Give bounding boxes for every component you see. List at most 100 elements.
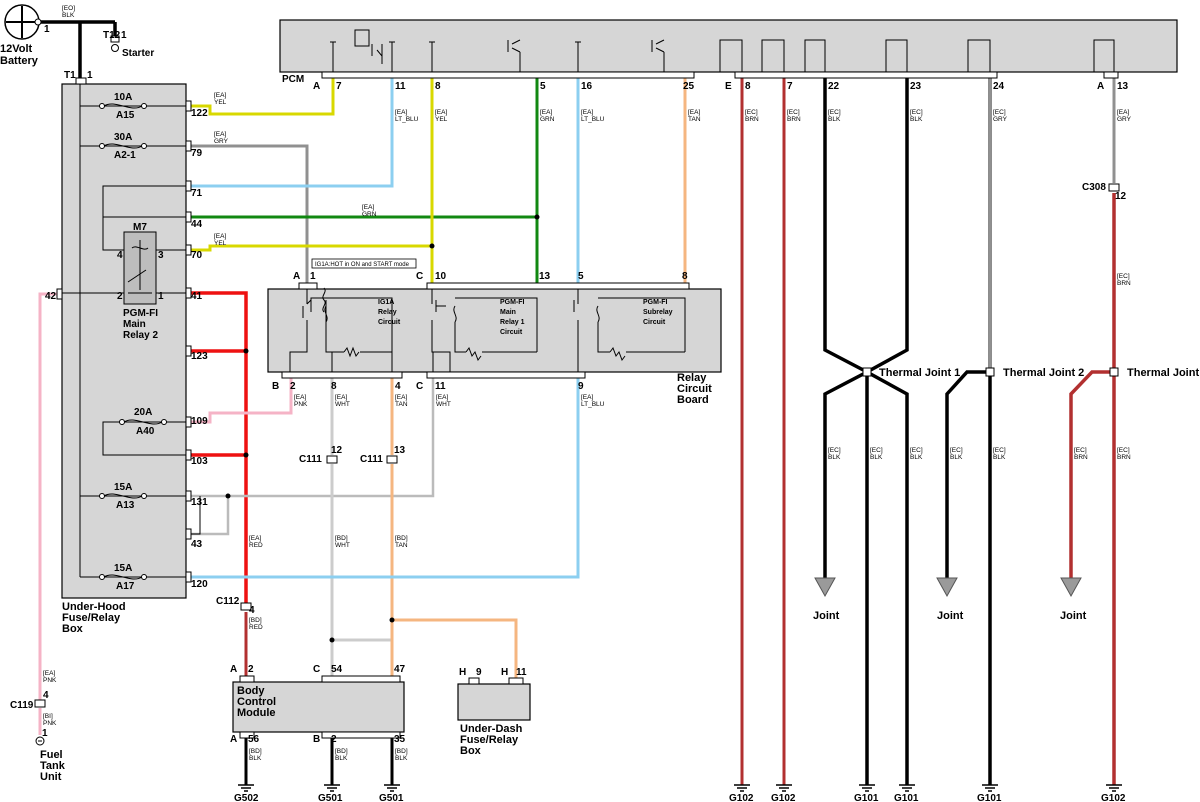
svg-text:G101: G101 (977, 793, 1002, 802)
svg-text:G101: G101 (854, 793, 879, 802)
svg-text:Box: Box (460, 745, 482, 757)
svg-text:12: 12 (1115, 191, 1127, 202)
svg-text:IG1A:HOT in ON and START mode: IG1A:HOT in ON and START mode (315, 262, 410, 268)
svg-text:Circuit: Circuit (677, 383, 712, 395)
svg-text:PNK: PNK (294, 401, 308, 408)
svg-text:[BD]: [BD] (249, 748, 262, 755)
svg-text:A17: A17 (116, 581, 135, 592)
svg-text:B: B (272, 381, 279, 392)
svg-text:122: 122 (191, 108, 208, 119)
svg-text:1: 1 (44, 24, 50, 35)
svg-text:BRN: BRN (1117, 280, 1131, 287)
svg-text:[BD]: [BD] (249, 617, 262, 624)
svg-text:Control: Control (237, 696, 276, 708)
svg-text:BLK: BLK (910, 454, 923, 461)
svg-text:42: 42 (45, 291, 57, 302)
svg-text:Circuit: Circuit (643, 319, 666, 326)
svg-text:T12: T12 (103, 30, 121, 41)
svg-text:[EA]: [EA] (395, 109, 407, 116)
svg-text:Body: Body (237, 685, 265, 697)
svg-text:10A: 10A (114, 92, 132, 103)
svg-text:120: 120 (191, 579, 208, 590)
svg-text:C112: C112 (216, 596, 240, 607)
svg-text:WHT: WHT (436, 401, 451, 408)
svg-text:C: C (416, 271, 423, 282)
svg-text:C119: C119 (10, 700, 34, 711)
svg-text:8: 8 (435, 81, 441, 92)
svg-text:Battery: Battery (0, 55, 39, 67)
svg-text:20A: 20A (134, 407, 152, 418)
svg-text:BLK: BLK (62, 12, 75, 19)
svg-text:Fuse/Relay: Fuse/Relay (460, 734, 519, 746)
svg-text:30A: 30A (114, 132, 132, 143)
svg-text:Joint: Joint (1060, 610, 1087, 622)
svg-text:11: 11 (395, 81, 406, 92)
svg-text:[EA]: [EA] (436, 394, 448, 401)
svg-text:H: H (501, 667, 508, 678)
svg-text:[EC]: [EC] (950, 447, 963, 454)
svg-text:BLK: BLK (828, 454, 841, 461)
svg-text:Joint: Joint (937, 610, 964, 622)
svg-text:15A: 15A (114, 563, 132, 574)
svg-text:IG1A: IG1A (378, 299, 394, 306)
svg-text:A2-1: A2-1 (114, 150, 136, 161)
svg-text:BLK: BLK (335, 755, 348, 762)
svg-text:[EA]: [EA] (249, 535, 261, 542)
svg-text:[EA]: [EA] (294, 394, 306, 401)
svg-text:11: 11 (435, 381, 446, 392)
under-dash-fuse-box: H 9 H 11 Under-Dash Fuse/Relay Box (457, 667, 531, 757)
svg-text:Fuse/Relay: Fuse/Relay (62, 612, 121, 624)
svg-text:G102: G102 (1101, 793, 1126, 802)
svg-text:[EC]: [EC] (828, 447, 841, 454)
svg-text:13: 13 (539, 271, 551, 282)
svg-text:[BD]: [BD] (395, 748, 408, 755)
svg-text:13: 13 (394, 445, 406, 456)
svg-text:Subrelay: Subrelay (643, 309, 673, 316)
svg-text:A: A (293, 271, 300, 282)
svg-text:BLK: BLK (395, 755, 408, 762)
svg-text:PCM: PCM (282, 74, 304, 85)
svg-text:[EO]: [EO] (62, 5, 75, 12)
svg-text:BRN: BRN (745, 116, 759, 123)
svg-text:Circuit: Circuit (378, 319, 401, 326)
svg-text:70: 70 (191, 250, 203, 261)
svg-text:[EA]: [EA] (214, 233, 226, 240)
svg-text:9: 9 (476, 667, 482, 678)
ig1a-note: IG1A:HOT in ON and START mode (311, 258, 417, 269)
svg-text:WHT: WHT (335, 542, 350, 549)
svg-text:Box: Box (62, 623, 84, 635)
starter: T12 1 Starter (103, 30, 154, 59)
svg-text:G501: G501 (318, 793, 343, 802)
svg-text:41: 41 (191, 291, 203, 302)
svg-text:4: 4 (395, 381, 401, 392)
svg-text:C111: C111 (360, 454, 383, 465)
svg-text:GRN: GRN (362, 211, 377, 218)
svg-text:GRY: GRY (1117, 116, 1132, 123)
svg-text:A13: A13 (116, 500, 135, 511)
svg-text:Thermal Joint 2: Thermal Joint 2 (1003, 367, 1084, 379)
svg-text:2: 2 (248, 664, 254, 675)
svg-text:1: 1 (42, 728, 48, 739)
svg-text:11: 11 (516, 667, 527, 678)
svg-text:E: E (725, 81, 732, 92)
svg-text:15A: 15A (114, 482, 132, 493)
svg-text:RED: RED (249, 542, 263, 549)
svg-text:16: 16 (581, 81, 593, 92)
fuse-a15: 10A A15 (99, 92, 147, 121)
svg-text:T1: T1 (64, 70, 76, 81)
svg-text:[EC]: [EC] (787, 109, 800, 116)
svg-text:TAN: TAN (395, 542, 408, 549)
svg-text:WHT: WHT (335, 401, 350, 408)
svg-text:1: 1 (121, 30, 127, 41)
svg-text:A40: A40 (136, 426, 155, 437)
svg-text:103: 103 (191, 456, 208, 467)
svg-text:9: 9 (578, 381, 584, 392)
svg-text:5: 5 (540, 81, 546, 92)
svg-text:[EA]: [EA] (335, 394, 347, 401)
svg-text:[EC]: [EC] (993, 447, 1006, 454)
relay-circuit-internals (289, 287, 686, 372)
svg-text:A: A (313, 81, 320, 92)
relay-m7: M7 4 3 2 1 PGM-FI Main Relay 2 (117, 222, 164, 341)
svg-text:G102: G102 (729, 793, 754, 802)
svg-text:BRN: BRN (1074, 454, 1088, 461)
